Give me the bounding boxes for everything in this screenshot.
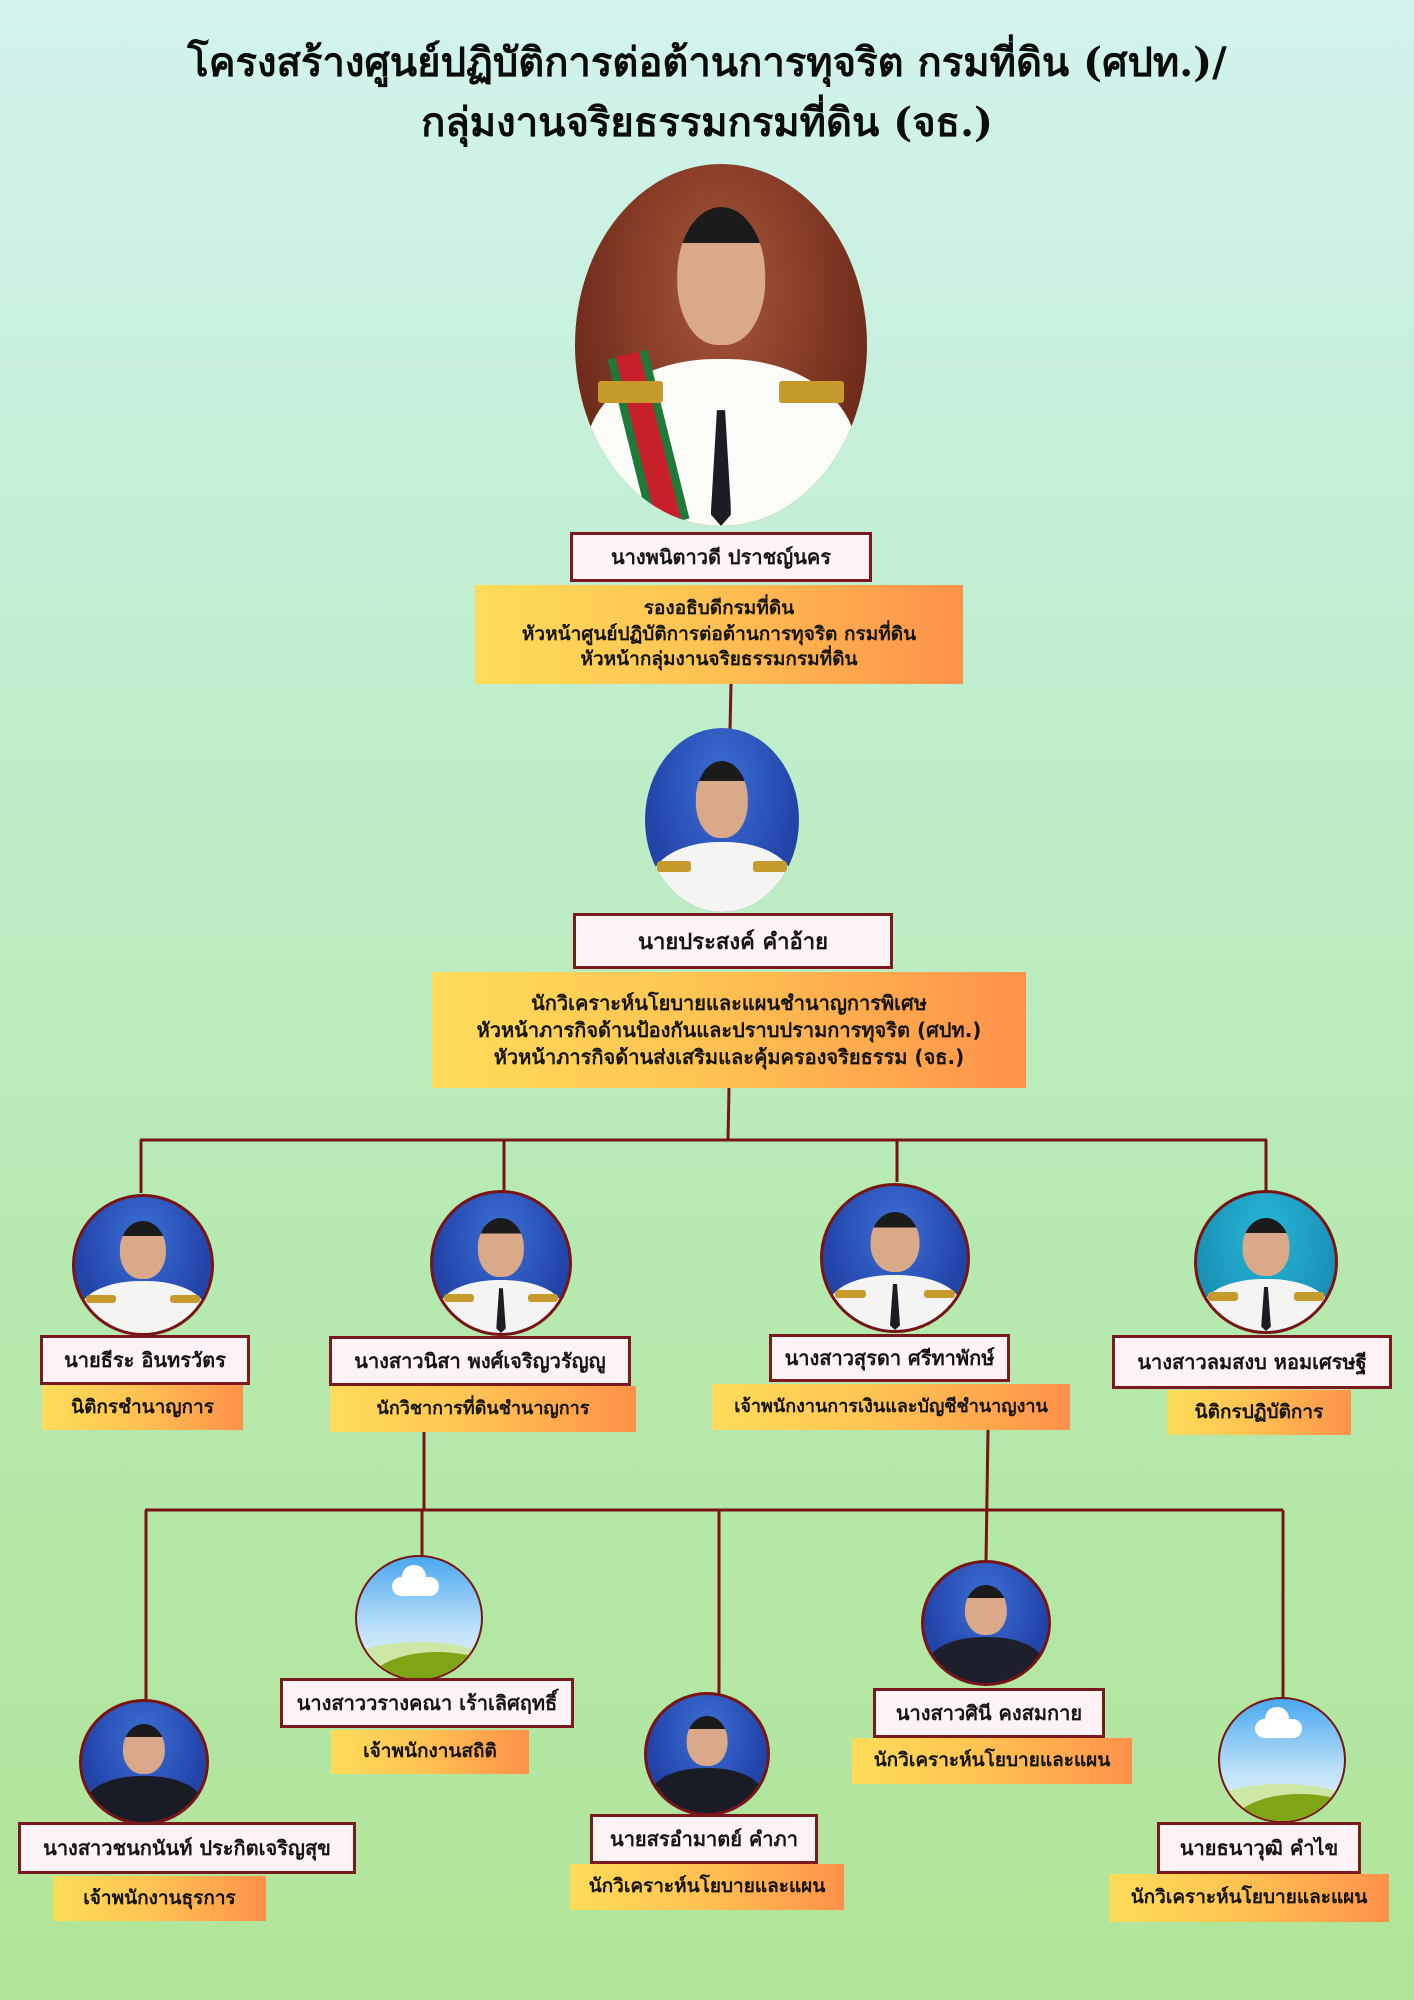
name-thanawut: นายธนาวุฒิ คำไข bbox=[1157, 1822, 1361, 1874]
position-surada: เจ้าพนักงานการเงินและบัญชีชำนาญงาน bbox=[712, 1384, 1070, 1430]
page-title-line2: กลุ่มงานจริยธรรมกรมที่ดิน (จธ.) bbox=[421, 99, 993, 146]
photo-head bbox=[575, 164, 867, 526]
name-deputy: นายประสงค์ คำอ้าย bbox=[573, 913, 893, 969]
position-warangkana: เจ้าพนักงานสถิติ bbox=[331, 1730, 529, 1774]
position-deputy: นักวิเคราะห์นโยบายและแผนชำนาญการพิเศษ หั… bbox=[432, 972, 1026, 1088]
position-head-line1: รองอธิบดีกรมที่ดิน bbox=[643, 597, 795, 620]
page-title-line1: โครงสร้างศูนย์ปฏิบัติการต่อต้านการทุจริต… bbox=[187, 39, 1227, 86]
landscape-placeholder-icon bbox=[1254, 1707, 1302, 1739]
photo-sineee bbox=[921, 1560, 1051, 1686]
connector-head-deputy bbox=[728, 683, 733, 731]
photo-placeholder-warangkana bbox=[355, 1555, 483, 1681]
position-chanoknan: เจ้าพนักงานธุรการ bbox=[53, 1876, 266, 1921]
position-head-line3: หัวหน้ากลุ่มงานจริยธรรมกรมที่ดิน bbox=[580, 648, 858, 671]
connector-deputy-down bbox=[726, 1087, 731, 1141]
position-theera: นิติกรชำนาญการ bbox=[42, 1385, 243, 1430]
photo-surada bbox=[820, 1183, 970, 1333]
position-thanawut: นักวิเคราะห์นโยบายและแผน bbox=[1109, 1874, 1389, 1922]
landscape-placeholder-icon bbox=[391, 1565, 439, 1597]
name-warangkana: นางสาววรางคณา เร้าเลิศฤทธิ์ bbox=[280, 1678, 574, 1728]
photo-lomsangob bbox=[1194, 1190, 1338, 1334]
photo-sornamat bbox=[644, 1692, 770, 1816]
connector-surada-down bbox=[984, 1429, 990, 1563]
position-deputy-line3: หัวหน้าภารกิจด้านส่งเสริมและคุ้มครองจริย… bbox=[493, 1044, 965, 1069]
name-surada: นางสาวสุรดา ศรีทาพักษ์ bbox=[769, 1334, 1010, 1382]
photo-placeholder-thanawut bbox=[1218, 1697, 1346, 1823]
name-chanoknan: นางสาวชนกนันท์ ประกิตเจริญสุข bbox=[18, 1822, 356, 1874]
name-lomsangob: นางสาวลมสงบ หอมเศรษฐี bbox=[1112, 1335, 1392, 1389]
photo-deputy bbox=[645, 728, 799, 912]
position-head-line2: หัวหน้าศูนย์ปฏิบัติการต่อต้านการทุจริต ก… bbox=[521, 622, 917, 645]
name-head: นางพนิตาวดี ปราชญ์นคร bbox=[570, 532, 872, 582]
position-deputy-line1: นักวิเคราะห์นโยบายและแผนชำนาญการพิเศษ bbox=[531, 990, 927, 1015]
photo-chanoknan bbox=[79, 1699, 209, 1825]
photo-nisa bbox=[430, 1190, 572, 1336]
photo-theera bbox=[72, 1194, 214, 1336]
position-deputy-line2: หัวหน้าภารกิจด้านป้องกันและปราบปรามการทุ… bbox=[476, 1017, 982, 1042]
position-head: รองอธิบดีกรมที่ดิน หัวหน้าศูนย์ปฏิบัติกา… bbox=[475, 585, 963, 684]
position-lomsangob: นิติกรปฏิบัติการ bbox=[1167, 1390, 1351, 1435]
name-sinee: นางสาวศินี คงสมกาย bbox=[873, 1688, 1105, 1738]
position-sornamat: นักวิเคราะห์นโยบายและแผน bbox=[570, 1864, 844, 1910]
name-nisa: นางสาวนิสา พงศ์เจริญวรัญญู bbox=[329, 1336, 631, 1386]
name-theera: นายธีระ อินทรวัตร bbox=[40, 1335, 250, 1385]
name-sornamat: นายสรอำมาตย์ คำภา bbox=[590, 1814, 818, 1864]
position-sinee: นักวิเคราะห์นโยบายและแผน bbox=[852, 1738, 1132, 1784]
position-nisa: นักวิชาการที่ดินชำนาญการ bbox=[330, 1386, 636, 1432]
